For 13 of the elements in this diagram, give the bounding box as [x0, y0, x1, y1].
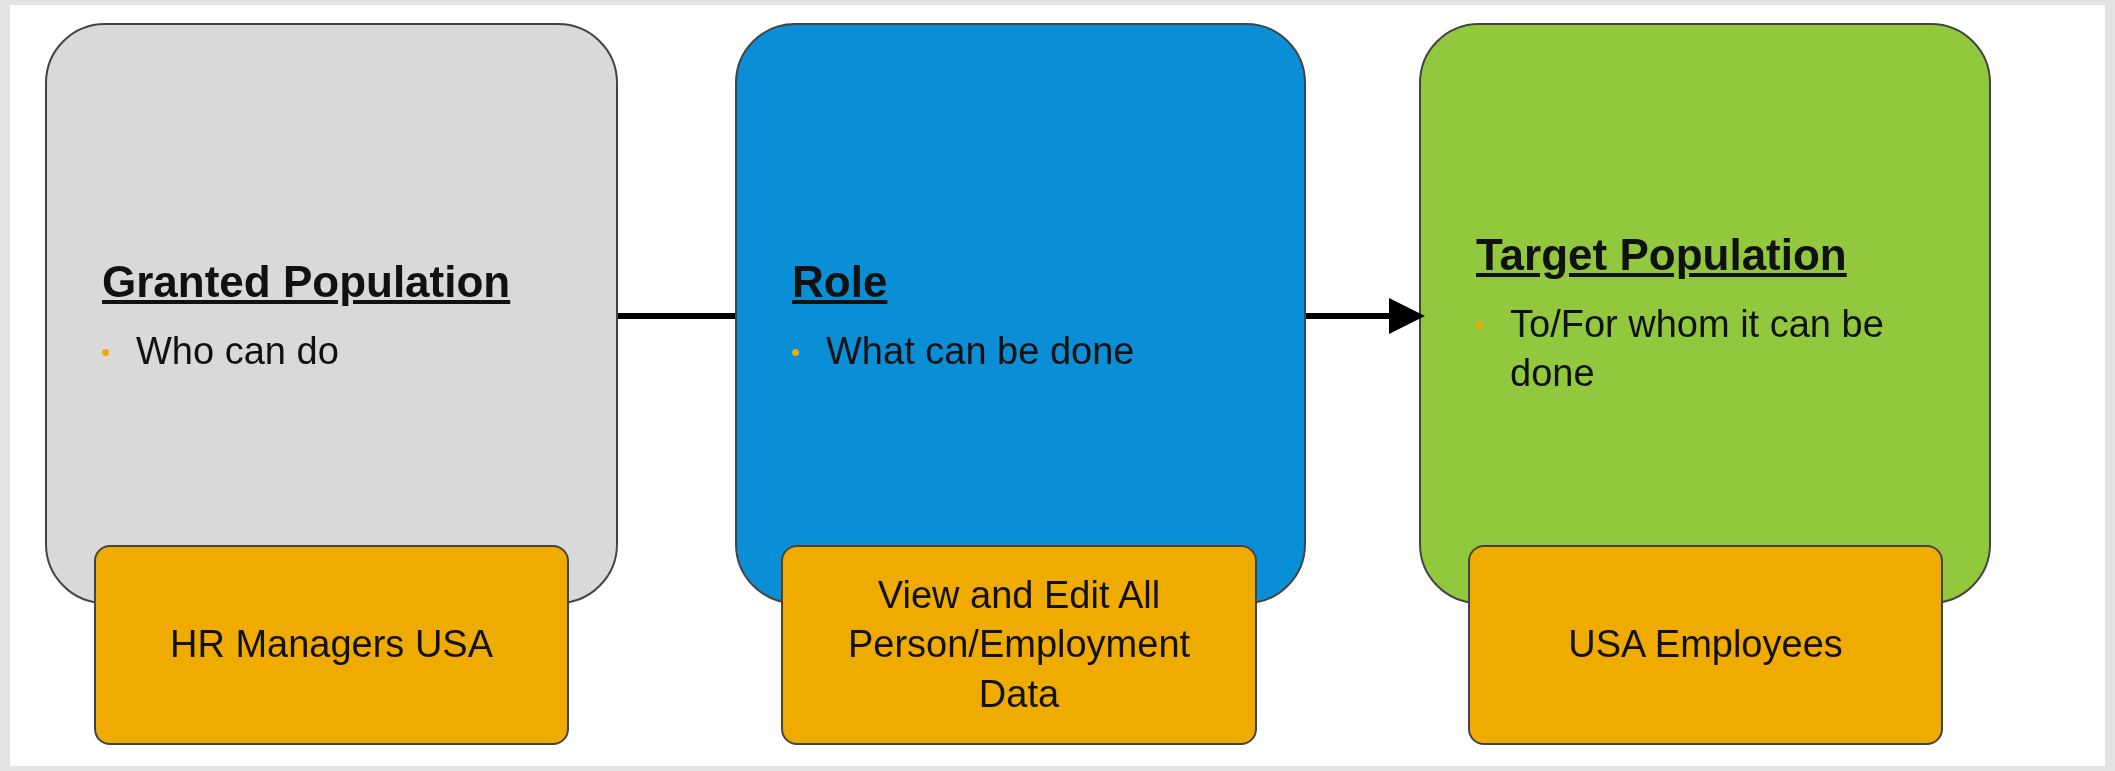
label-box: USA Employees: [1468, 545, 1943, 745]
heading: Granted Population: [102, 257, 512, 307]
heading: Role: [792, 257, 889, 307]
rounded-box: [45, 23, 618, 604]
rounded-box: [1419, 23, 1991, 604]
bullet-text: To/For whom it can be done: [1510, 303, 1884, 395]
heading: Target Population: [1476, 230, 1848, 280]
label-box: View and Edit All Person/Employment Data: [781, 545, 1257, 745]
arrow: [1306, 298, 1425, 334]
bullet-text: What can be done: [826, 330, 1135, 372]
label-box: HR Managers USA: [94, 545, 569, 745]
bullet-text: Who can do: [136, 330, 339, 372]
connector-line: [618, 313, 735, 319]
